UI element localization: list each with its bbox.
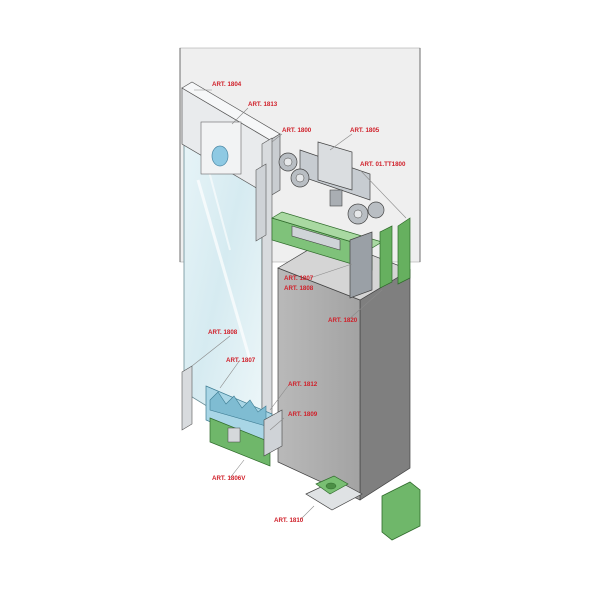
label-art-1805: ART. 1805 <box>350 127 380 134</box>
side-profile <box>255 137 273 447</box>
floor-profile <box>181 365 193 431</box>
label-art-1804: ART. 1804 <box>212 81 242 88</box>
end-cover <box>381 481 421 541</box>
label-art-1807-top: ART. 1807 <box>284 275 314 282</box>
end-caps <box>379 217 411 289</box>
label-art-1812: ART. 1812 <box>288 381 318 388</box>
label-art-01tt1800: ART. 01.TT1800 <box>360 161 406 168</box>
soft-close-mechanism <box>271 211 383 299</box>
label-art-1808-bottom: ART. 1808 <box>208 329 238 336</box>
label-art-1813: ART. 1813 <box>248 101 278 108</box>
top-profile <box>181 81 281 197</box>
label-art-1820: ART. 1820 <box>328 317 358 324</box>
label-art-1810: ART. 1810 <box>274 517 304 524</box>
part-labels: ART. 1804 ART. 1813 ART. 1800 ART. 1805 … <box>208 81 406 524</box>
label-art-1800: ART. 1800 <box>282 127 312 134</box>
label-art-1809: ART. 1809 <box>288 411 318 418</box>
label-art-1808-top: ART. 1808 <box>284 285 314 292</box>
label-art-1806v: ART. 1806V <box>212 475 246 482</box>
leader-lines <box>191 89 407 521</box>
label-art-1807-bottom: ART. 1807 <box>226 357 256 364</box>
roller-carriage <box>278 141 385 225</box>
floor-guide <box>305 475 363 511</box>
bottom-guide <box>205 385 283 467</box>
